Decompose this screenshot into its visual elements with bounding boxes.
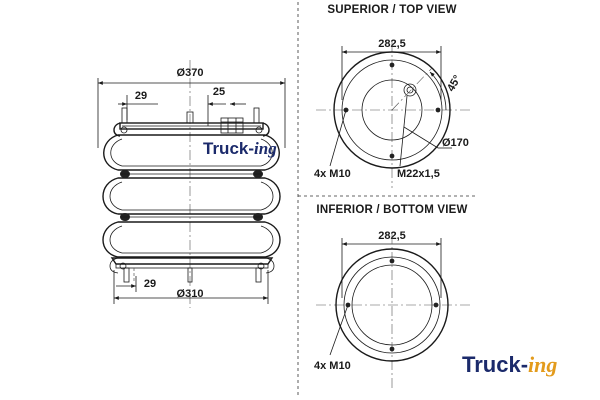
dim-bottom-offset-label: 29 [144,278,156,290]
dim-top-diameter-label: Ø370 [177,67,204,79]
top-view-title: SUPERIOR / TOP VIEW [327,4,456,16]
svg-text:Truck-ing: Truck-ing [462,352,557,377]
brand-logo-part1: Truck- [462,352,528,377]
top-plate-inner [341,59,443,161]
top-angle-label: 45° [445,73,464,93]
top-bolt-label: 4x M10 [314,168,351,180]
dim-left-offset-label: 29 [135,90,147,102]
bellows-logo-part1: Truck- [203,139,254,158]
bottom-dim-width: 282,5 [341,230,442,298]
top-plate-core [361,79,423,141]
bottom-bolt-leader: 4x M10 [314,304,351,372]
top-air-fitting [391,67,433,111]
top-plate [113,107,270,137]
top-diameter-label: Ø170 [442,137,469,149]
bottom-bolt-label: 4x M10 [314,360,351,372]
dim-left-offset: 29 [118,90,158,120]
top-thread-label: M22x1,5 [397,168,440,180]
svg-text:Truck-ing: Truck-ing [203,139,277,158]
dim-bottom-offset: 29 [116,276,156,292]
bottom-plate-inner [343,256,441,354]
top-diameter-leader: Ø170 [403,126,469,149]
bottom-view: INFERIOR / BOTTOM VIEW 282,5 4x M10 [314,204,470,390]
dim-top-diameter: Ø370 [97,67,286,148]
top-plate-outer [333,51,451,169]
view-separators [297,2,478,398]
bellows [102,134,281,258]
brand-logo-part2: ing [528,352,557,377]
bottom-bolt-holes [345,258,439,352]
dim-bottom-diameter: Ø310 [113,270,269,304]
top-view: SUPERIOR / TOP VIEW 282,5 [314,4,470,188]
top-thread-leader: M22x1,5 [397,95,440,180]
top-dim-width: 282,5 [341,38,442,100]
bottom-plate [109,257,275,283]
bottom-plate-core [351,264,433,346]
brand-logo: Truck-ing [462,352,557,377]
side-view: Ø370 29 25 [97,60,286,308]
dim-bottom-diameter-label: Ø310 [177,288,204,300]
bottom-view-title: INFERIOR / BOTTOM VIEW [316,204,467,216]
top-bolt-leader: 4x M10 [314,109,351,180]
dim-right-offset-label: 25 [213,86,225,98]
bellows-logo-part2: ing [254,139,277,158]
dim-right-offset: 25 [207,86,246,126]
bellows-logo: Truck-ing [203,139,277,158]
bottom-plate-outer [335,248,449,362]
